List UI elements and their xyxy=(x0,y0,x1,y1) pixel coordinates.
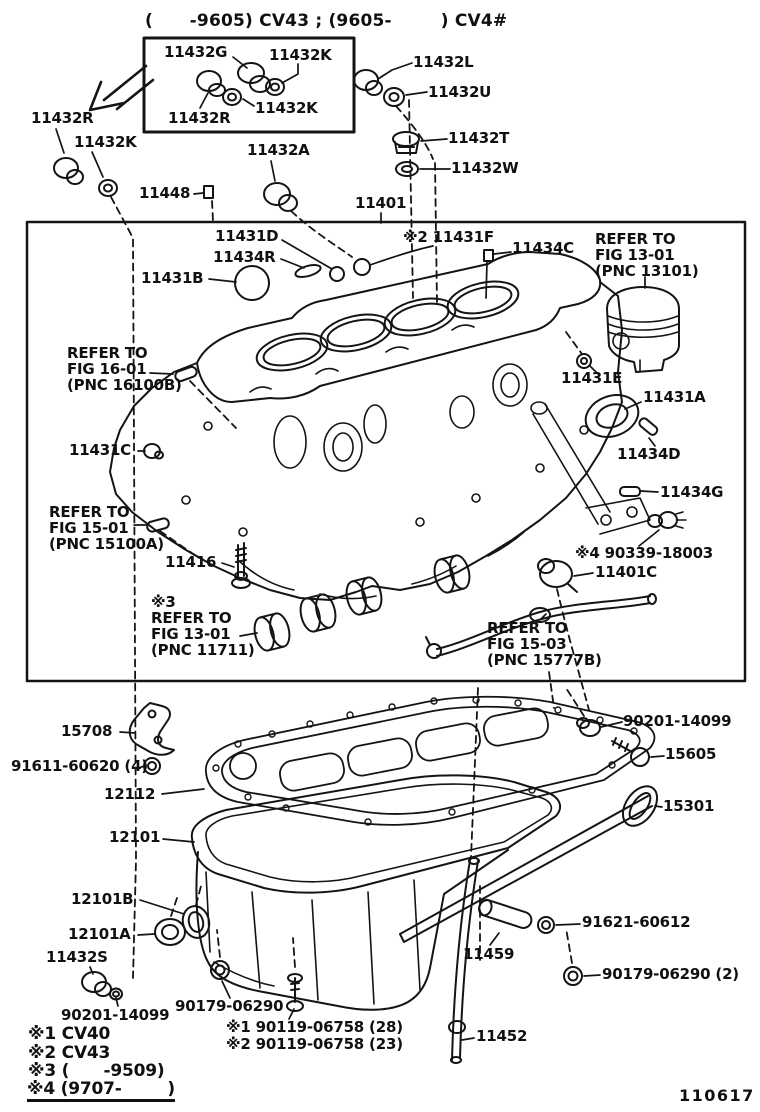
callout-11432k-inset-top: 11432K xyxy=(269,46,332,64)
callout-11432w: 11432W xyxy=(451,159,519,177)
callout-11448: 11448 xyxy=(139,184,191,202)
callout-91611-60620: 91611-60620 (4) xyxy=(11,757,148,775)
callout-11431d: 11431D xyxy=(215,227,279,245)
refer-note-piston: REFER TO FIG 13-01 (PNC 13101) xyxy=(595,230,699,281)
oil-pan-drawing xyxy=(190,774,562,1011)
callout-11432s: 11432S xyxy=(46,948,108,966)
callout-11431a: 11431A xyxy=(643,388,706,406)
refer-note-bearings: ※3 REFER TO FIG 13-01 (PNC 11711) xyxy=(151,593,255,660)
bearing-shells xyxy=(253,554,471,652)
callout-12101: 12101 xyxy=(109,828,161,846)
callout-90119-06758-2: ※2 90119-06758 (23) xyxy=(226,1035,403,1053)
legend-line-2: ※2 CV43 xyxy=(28,1043,111,1063)
leader-lines xyxy=(55,56,665,1041)
callout-91621-60612: 91621-60612 xyxy=(582,913,691,931)
main-frame-box xyxy=(25,220,747,683)
callout-11432r: 11432R xyxy=(31,109,94,127)
callout-12112: 12112 xyxy=(104,785,156,803)
top-right-parts xyxy=(353,69,420,177)
variant-header: ( -9605) CV43 ; (9605- ) CV4# xyxy=(145,11,508,31)
callout-11431e: 11431E xyxy=(561,369,623,387)
callout-90179-06290-left: 90179-06290 xyxy=(175,997,284,1015)
inset-parts xyxy=(196,62,285,106)
lower-parts xyxy=(81,717,650,1012)
dashed-lines xyxy=(110,99,590,979)
legend-line-4: ※4 (9707- ) xyxy=(27,1080,175,1103)
callout-11434d: 11434D xyxy=(617,445,681,463)
callout-11432g: 11432G xyxy=(164,43,228,61)
callout-11416: 11416 xyxy=(165,553,217,571)
legend-line-1: ※1 CV40 xyxy=(28,1024,111,1044)
callout-11432k-inset-bottom: 11432K xyxy=(255,99,318,117)
refer-note-oil-pump: REFER TO FIG 15-01 (PNC 15100A) xyxy=(49,503,164,554)
right-side-parts xyxy=(537,353,687,593)
callout-90179-06290-right: 90179-06290 (2) xyxy=(602,965,739,983)
callout-11401c: 11401C xyxy=(595,563,657,581)
callout-11434c: 11434C xyxy=(512,239,574,257)
piston-drawing xyxy=(606,286,680,373)
engine-block-drawing xyxy=(109,249,651,601)
direction-arrow-icon xyxy=(88,64,155,112)
inset-box xyxy=(142,36,356,134)
callout-11432l: 11432L xyxy=(413,53,474,71)
callout-11431b: 11431B xyxy=(141,269,204,287)
callout-11432r-inset: 11432R xyxy=(168,109,231,127)
figure-number: 110617 xyxy=(679,1086,755,1105)
callout-90119-06758-1: ※1 90119-06758 (28) xyxy=(226,1018,403,1036)
callout-15301: 15301 xyxy=(663,797,715,815)
refer-note-front-cover: REFER TO FIG 16-01 (PNC 16100B) xyxy=(67,344,182,395)
callout-11434r: 11434R xyxy=(213,248,276,266)
callout-90201-14099-top: 90201-14099 xyxy=(623,712,732,730)
callout-11452: 11452 xyxy=(476,1027,528,1045)
refer-note-oil-pipe: REFER TO FIG 15-03 (PNC 15777B) xyxy=(487,619,602,670)
top-left-parts xyxy=(53,157,298,212)
callout-11431c: 11431C xyxy=(69,441,131,459)
callout-11432u: 11432U xyxy=(428,83,492,101)
callout-12101b: 12101B xyxy=(71,890,134,908)
legend-line-3: ※3 ( -9509) xyxy=(28,1061,165,1081)
callout-11431f: ※2 11431F xyxy=(403,228,494,246)
callout-90201-14099-bottom: 90201-14099 xyxy=(61,1006,170,1024)
callout-12101a: 12101A xyxy=(68,925,131,943)
callout-15708: 15708 xyxy=(61,722,113,740)
callout-11432a: 11432A xyxy=(247,141,310,159)
oil-pan-gasket xyxy=(205,695,656,826)
callout-11459: 11459 xyxy=(463,945,515,963)
dipstick-drawing xyxy=(399,785,659,1064)
callout-11432k: 11432K xyxy=(74,133,137,151)
callout-11434g: 11434G xyxy=(660,483,724,501)
callout-90339-18003: ※4 90339-18003 xyxy=(575,544,714,562)
callout-15605: 15605 xyxy=(665,745,717,763)
callout-11432t: 11432T xyxy=(448,129,510,147)
callout-11401: 11401 xyxy=(355,194,407,212)
